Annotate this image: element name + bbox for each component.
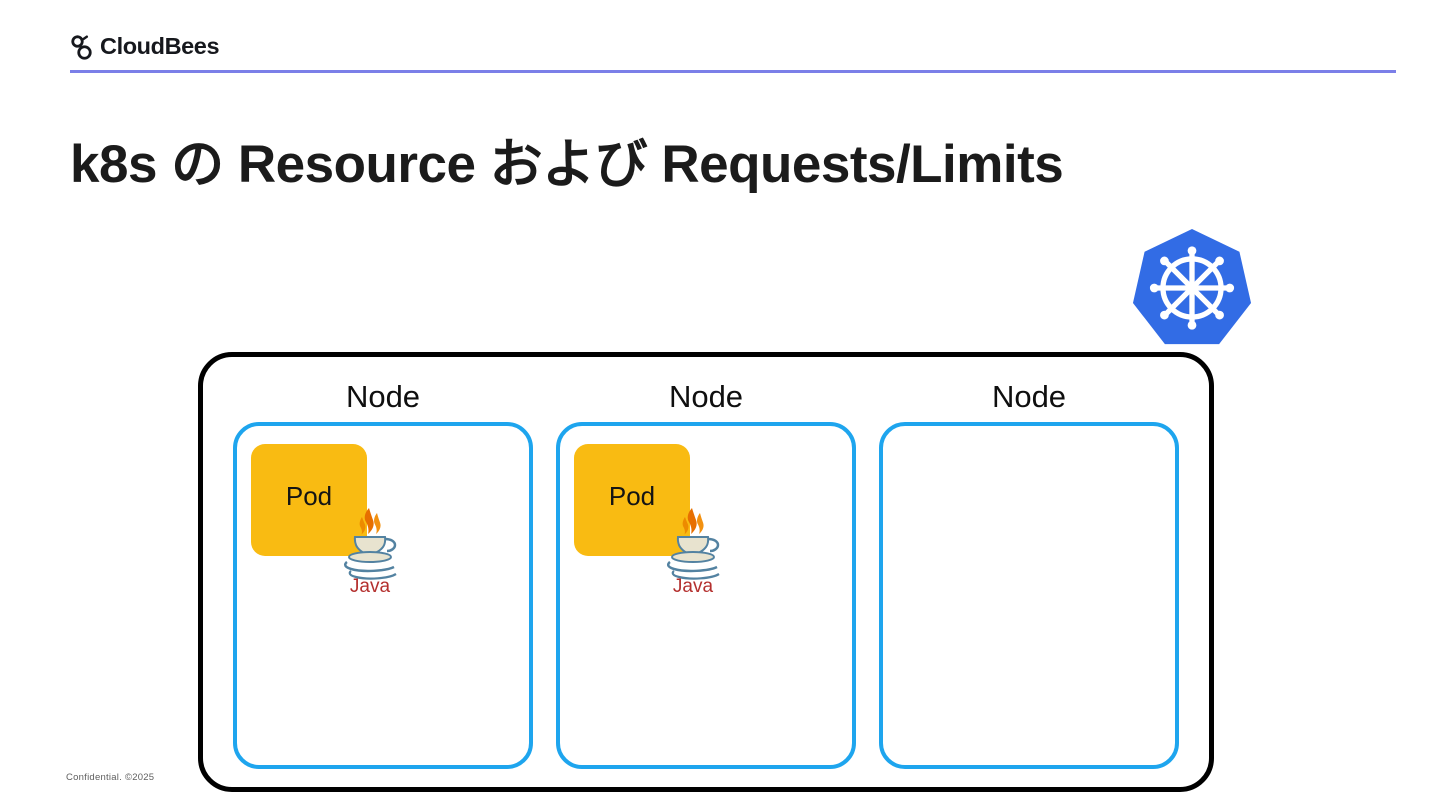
pod-2[interactable]: Pod [574, 444, 690, 556]
java-wordmark: Java [350, 576, 391, 594]
page-title: k8s の Resource および Requests/Limits [70, 134, 1064, 194]
pod-label: Pod [285, 481, 333, 511]
cluster-container: Node Pod [198, 352, 1214, 792]
node-label: Node [668, 379, 744, 414]
header-divider [70, 70, 1396, 73]
node-box-1: Pod Java [233, 422, 533, 769]
confidential-footer: Confidential. ©2025 [66, 772, 155, 783]
cloudbees-bee-icon [71, 34, 92, 60]
node-row: Node Pod [203, 357, 1209, 787]
node-label: Node [991, 379, 1067, 414]
java-wordmark: Java [673, 576, 714, 594]
cloudbees-wordmark: CloudBees [100, 33, 220, 60]
pod-1[interactable]: Pod [251, 444, 367, 556]
kubernetes-helm-wheel-icon [1132, 228, 1252, 345]
node-box-2: Pod Java [556, 422, 856, 769]
slide-header: CloudBees [0, 0, 1440, 73]
node-3: Node [879, 369, 1179, 769]
node-2: Node Pod [556, 369, 856, 769]
cloudbees-logo: CloudBees [70, 32, 220, 62]
node-box-3 [879, 422, 1179, 769]
node-1: Node Pod [233, 369, 533, 769]
pod-label: Pod [608, 481, 656, 511]
node-label: Node [345, 379, 421, 414]
